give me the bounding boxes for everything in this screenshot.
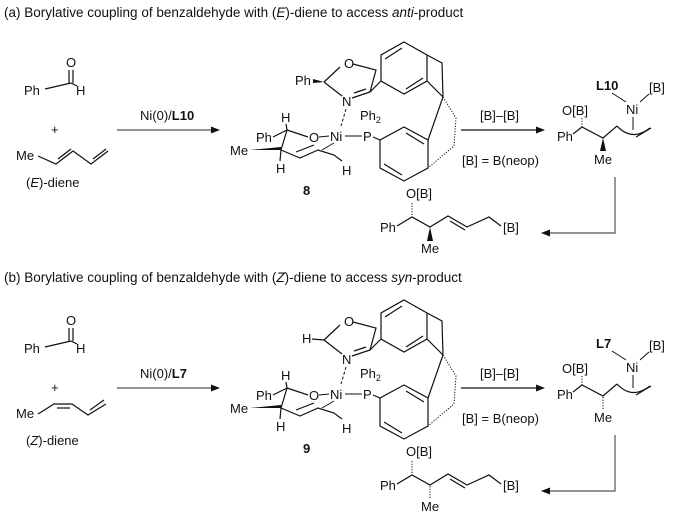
- atom-label: [B]: [503, 220, 519, 235]
- atom-label: Me: [230, 143, 248, 158]
- atom-label: H: [276, 419, 285, 434]
- ligand-label: L7: [596, 336, 611, 351]
- benzaldehyde: O Ph H: [24, 55, 85, 98]
- atom-label: Ni: [330, 129, 342, 144]
- atom-label: H: [281, 368, 290, 383]
- atom-label: H: [276, 161, 285, 176]
- atom-label: H: [302, 331, 311, 346]
- diene: Me (E)-diene: [16, 148, 109, 190]
- arrow-head-icon: [211, 384, 220, 392]
- atom-label: Ph: [557, 129, 573, 144]
- atom-label: O: [66, 313, 76, 328]
- atom-label: Ph: [380, 220, 396, 235]
- nickel-complex: O N H Ni P Ph2 H Ph: [230, 299, 457, 456]
- atom-label: O[B]: [562, 361, 588, 376]
- atom-label: O: [344, 314, 354, 329]
- atom-label: O[B]: [562, 103, 588, 118]
- atom-label: Ph: [295, 73, 311, 88]
- atom-label: Me: [594, 410, 612, 425]
- benzaldehyde: O Ph H: [24, 313, 85, 356]
- atom-label: Ph: [380, 478, 396, 493]
- catalyst-label: Ni(0)/L7: [140, 366, 187, 381]
- atom-label: H: [76, 83, 85, 98]
- atom-label: Ni: [626, 102, 638, 117]
- atom-label: H: [281, 110, 290, 125]
- atom-label: Me: [16, 148, 34, 163]
- boron-definition: [B] = B(neop): [462, 411, 539, 426]
- atom-label: O: [309, 130, 319, 145]
- atom-label: Ph2: [360, 108, 381, 125]
- arrow-head-icon: [541, 487, 550, 495]
- atom-label: P: [363, 387, 372, 402]
- atom-label: [B]: [503, 478, 519, 493]
- atom-label: Ph: [24, 341, 40, 356]
- homoallylic-alcohol-product: O[B] Ph [B] Me: [380, 444, 519, 514]
- atom-label: N: [342, 352, 351, 367]
- section-title: (a) Borylative coupling of benzaldehyde …: [4, 5, 464, 20]
- atom-label: Ph: [24, 83, 40, 98]
- section-title: (b) Borylative coupling of benzaldehyde …: [4, 270, 462, 285]
- atom-label: P: [363, 129, 372, 144]
- homoallylic-alcohol-product: O[B] Ph [B] Me: [380, 186, 519, 256]
- allyl-nickel-intermediate: L7 Ni [B] O[B] Ph Me: [557, 336, 665, 425]
- allyl-nickel-intermediate: L10 Ni [B] O[B] Ph Me: [557, 78, 665, 167]
- atom-label: H: [342, 421, 351, 436]
- atom-label: O[B]: [406, 444, 432, 459]
- catalyst-label: Ni(0)/L10: [140, 108, 194, 123]
- arrow-head-icon: [541, 229, 550, 237]
- z-diene-skeleton: [37, 399, 107, 416]
- reagent-label: [B]–[B]: [480, 366, 519, 381]
- atom-label: [B]: [649, 80, 665, 95]
- atom-label: O[B]: [406, 186, 432, 201]
- nickel-complex: O N Ph Ni P Ph2 H Ph: [230, 41, 457, 198]
- atom-label: [B]: [649, 338, 665, 353]
- ligand-label: L10: [596, 78, 618, 93]
- boron-definition: [B] = B(neop): [462, 153, 539, 168]
- e-diene-skeleton: [37, 148, 109, 165]
- atom-label: Ph2: [360, 366, 381, 383]
- compound-number: 9: [303, 441, 310, 456]
- atom-label: O: [344, 56, 354, 71]
- atom-label: H: [342, 163, 351, 178]
- atom-label: Ph: [256, 388, 272, 403]
- diene-label: (E)-diene: [26, 175, 79, 190]
- atom-label: N: [342, 94, 351, 109]
- diene-label: (Z)-diene: [26, 433, 79, 448]
- arrow-head-icon: [211, 126, 220, 134]
- compound-number: 8: [303, 183, 310, 198]
- atom-label: Ph: [256, 130, 272, 145]
- plus-sign: +: [51, 122, 59, 137]
- diene: Me (Z)-diene: [16, 406, 79, 448]
- reaction-arrow: [548, 177, 616, 234]
- atom-label: Ni: [626, 360, 638, 375]
- atom-label: O: [66, 55, 76, 70]
- atom-label: Ni: [330, 387, 342, 402]
- arrow-head-icon: [536, 384, 545, 392]
- reagent-label: [B]–[B]: [480, 108, 519, 123]
- atom-label: Ph: [557, 387, 573, 402]
- arrow-head-icon: [536, 126, 545, 134]
- atom-label: Me: [594, 152, 612, 167]
- atom-label: O: [309, 388, 319, 403]
- atom-label: Me: [421, 499, 439, 514]
- atom-label: Me: [230, 401, 248, 416]
- scheme-section: (b) Borylative coupling of benzaldehyde …: [4, 270, 665, 514]
- atom-label: H: [76, 341, 85, 356]
- reaction-arrow: [548, 435, 616, 492]
- scheme-section: (a) Borylative coupling of benzaldehyde …: [4, 5, 665, 256]
- atom-label: Me: [421, 241, 439, 256]
- atom-label: Me: [16, 406, 34, 421]
- plus-sign: +: [51, 380, 59, 395]
